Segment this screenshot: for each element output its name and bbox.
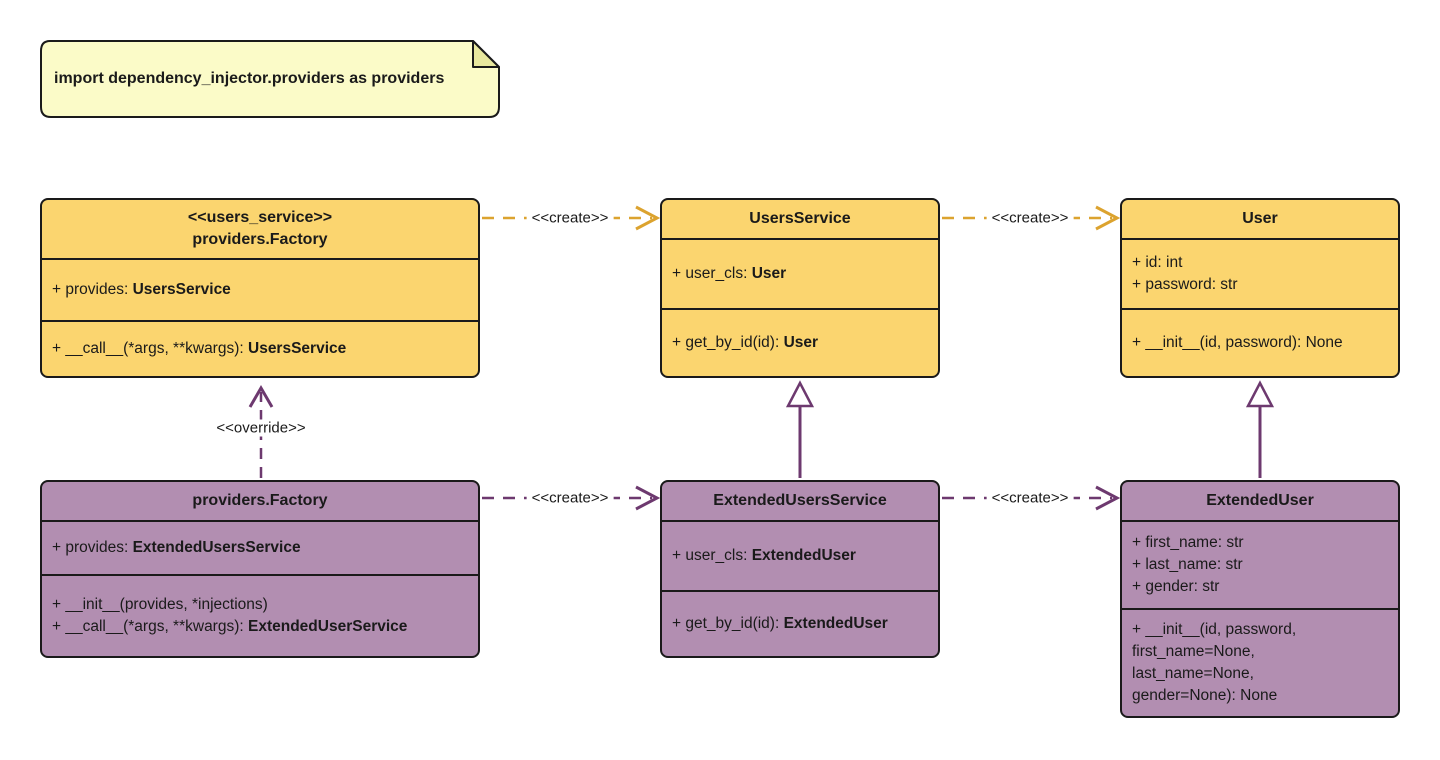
class-name: UsersService [749, 210, 851, 227]
attribute-line: + id: int [1132, 252, 1390, 274]
class-attributes-section: + user_cls: User [662, 238, 938, 308]
attribute-line: + gender: str [1132, 576, 1390, 598]
class-name: providers.Factory [192, 231, 328, 248]
create-edge-bottom-right-arrowhead-icon [1095, 485, 1121, 511]
method-line: gender=None): None [1132, 687, 1278, 704]
inheritance-edge-services-triangle-icon [785, 380, 815, 408]
class-methods-section: + __init__(id, password): None [1122, 308, 1398, 376]
class-box-user: User + id: int + password: str + __init_… [1120, 198, 1400, 378]
class-header: ExtendedUsersService [662, 482, 938, 520]
note-text: import dependency_injector.providers as … [54, 70, 445, 87]
class-methods-section: + __call__(*args, **kwargs): UsersServic… [42, 320, 478, 376]
attribute-text: + user_cls: [672, 547, 752, 564]
attribute-text: + id: int [1132, 254, 1183, 271]
attribute-line: + user_cls: User [672, 263, 930, 285]
class-box-providers-factory-extended: providers.Factory + provides: ExtendedUs… [40, 480, 480, 658]
class-attributes-section: + user_cls: ExtendedUser [662, 520, 938, 590]
class-stereotype: <<users_service>> [187, 209, 333, 226]
method-line: + __call__(*args, **kwargs): ExtendedUse… [52, 616, 470, 638]
method-line: + get_by_id(id): ExtendedUser [672, 613, 930, 635]
class-methods-section: + get_by_id(id): ExtendedUser [662, 590, 938, 656]
attribute-text: + provides: [52, 539, 133, 556]
create-label-bottom-left: <<create>> [526, 489, 614, 507]
override-edge-arrowhead-icon [248, 385, 274, 408]
method-type: User [783, 334, 819, 351]
attribute-text: + password: str [1132, 276, 1238, 293]
method-text: + get_by_id(id): [672, 615, 784, 632]
class-header: UsersService [662, 200, 938, 238]
method-text: + __init__(id, password): None [1132, 334, 1343, 351]
attribute-line: + provides: UsersService [52, 279, 470, 301]
create-label-top-left: <<create>> [526, 209, 614, 227]
attribute-line: + password: str [1132, 274, 1390, 296]
attribute-line: + user_cls: ExtendedUser [672, 545, 930, 567]
class-name: User [1242, 210, 1278, 227]
attribute-text: + last_name: str [1132, 556, 1243, 573]
create-label-top-right: <<create>> [986, 209, 1074, 227]
method-type: ExtendedUser [783, 615, 888, 632]
class-attributes-section: + first_name: str + last_name: str + gen… [1122, 520, 1398, 608]
attribute-text: + first_name: str [1132, 534, 1244, 551]
note-body [40, 40, 500, 118]
create-label-bottom-right: <<create>> [986, 489, 1074, 507]
class-header: providers.Factory [42, 482, 478, 520]
class-name: ExtendedUsersService [713, 492, 887, 509]
note: import dependency_injector.providers as … [40, 40, 500, 118]
class-attributes-section: + provides: UsersService [42, 258, 478, 320]
method-line: + __call__(*args, **kwargs): UsersServic… [52, 338, 470, 360]
method-type: ExtendedUserService [248, 618, 408, 635]
attribute-text: + gender: str [1132, 578, 1220, 595]
note-shape [40, 40, 500, 118]
method-line: + get_by_id(id): User [672, 332, 930, 354]
method-text: + __call__(*args, **kwargs): [52, 340, 248, 357]
create-edge-bottom-left-arrowhead-icon [635, 485, 661, 511]
class-header: User [1122, 200, 1398, 238]
class-header: <<users_service>> providers.Factory [42, 200, 478, 258]
method-text: + get_by_id(id): [672, 334, 784, 351]
create-edge-top-left-arrowhead-icon [635, 205, 661, 231]
class-box-users-service: UsersService + user_cls: User + get_by_i… [660, 198, 940, 378]
attribute-text: + user_cls: [672, 265, 752, 282]
method-type: UsersService [248, 340, 347, 357]
class-methods-section: + __init__(provides, *injections) + __ca… [42, 574, 478, 656]
attribute-type: ExtendedUsersService [132, 539, 301, 556]
attribute-type: ExtendedUser [751, 547, 856, 564]
attribute-type: UsersService [132, 281, 231, 298]
class-header: ExtendedUser [1122, 482, 1398, 520]
attribute-line: + first_name: str [1132, 532, 1390, 554]
class-name: ExtendedUser [1206, 492, 1314, 509]
class-methods-section: + __init__(id, password, first_name=None… [1122, 608, 1398, 716]
class-attributes-section: + provides: ExtendedUsersService [42, 520, 478, 574]
create-edge-top-right-arrowhead-icon [1095, 205, 1121, 231]
class-box-extended-users-service: ExtendedUsersService + user_cls: Extende… [660, 480, 940, 658]
method-line: last_name=None, [1132, 665, 1254, 682]
note-fold-corner-icon [472, 40, 500, 68]
class-attributes-section: + id: int + password: str [1122, 238, 1398, 308]
method-text: + __call__(*args, **kwargs): [52, 618, 248, 635]
attribute-type: User [751, 265, 787, 282]
class-name: providers.Factory [192, 492, 328, 509]
class-box-extended-user: ExtendedUser + first_name: str + last_na… [1120, 480, 1400, 718]
method-text: + __init__(provides, *injections) [52, 596, 268, 613]
method-line: first_name=None, [1132, 643, 1255, 660]
attribute-line: + last_name: str [1132, 554, 1390, 576]
method-line: + __init__(id, password, [1132, 621, 1297, 638]
class-methods-section: + get_by_id(id): User [662, 308, 938, 376]
inheritance-edge-users-triangle-icon [1245, 380, 1275, 408]
class-box-providers-factory-users-service: <<users_service>> providers.Factory + pr… [40, 198, 480, 378]
attribute-line: + provides: ExtendedUsersService [52, 537, 470, 559]
method-line: + __init__(id, password): None [1132, 332, 1390, 354]
attribute-text: + provides: [52, 281, 133, 298]
method-line: + __init__(provides, *injections) [52, 594, 470, 616]
override-label: <<override>> [211, 419, 311, 437]
